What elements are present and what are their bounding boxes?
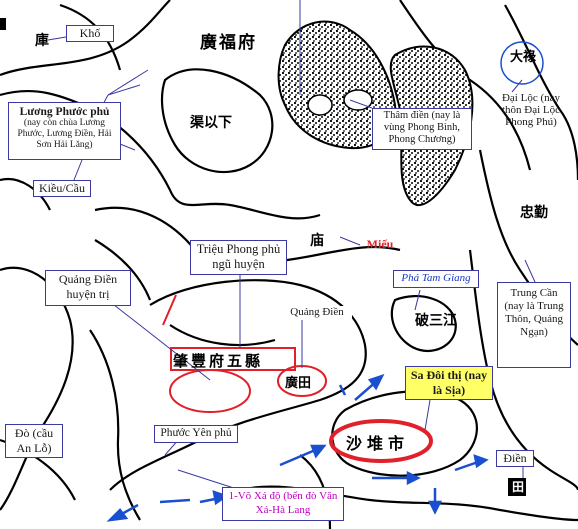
han-quang-dien: 廣田 bbox=[285, 376, 312, 391]
label-luong-phuoc: Lương Phước phủ (nay còn chùa Lương Phướ… bbox=[8, 102, 121, 160]
label-luong-phuoc-note: (nay còn chùa Lương Phước, Lương Điền, H… bbox=[17, 118, 112, 150]
han-trung-can: 忠勤 bbox=[520, 205, 548, 221]
han-mieu: 庙 bbox=[310, 233, 324, 249]
han-mid-left: 渠以下 bbox=[190, 115, 232, 131]
flow-arrows bbox=[106, 373, 489, 522]
label-mieu: Miếu bbox=[366, 237, 394, 251]
red-highlights bbox=[162, 294, 433, 463]
dien-marker bbox=[508, 478, 526, 496]
han-pha: 破三江 bbox=[415, 313, 457, 329]
label-kho: Khố bbox=[66, 25, 114, 42]
han-sa-doi: 沙堆市 bbox=[346, 434, 410, 453]
dai-loc-circle bbox=[500, 41, 544, 85]
label-dien: Điền bbox=[496, 450, 534, 467]
label-tham-dien: Thâm điền (nay là vùng Phong Bình, Phong… bbox=[372, 108, 472, 150]
han-dien: 田 bbox=[512, 480, 525, 494]
label-kieu-cau: Kiều/Cầu bbox=[33, 180, 91, 197]
label-quang-dien: Quảng Điền bbox=[282, 306, 352, 318]
label-dai-loc: Đại Lộc (nay thôn Đại Lộc Phong Phú) bbox=[501, 92, 561, 128]
label-sa-doi-thi: Sa Đôi thị (nay là Sịa) bbox=[405, 366, 493, 400]
label-pha-tam-giang: Phá Tam Giang bbox=[393, 270, 479, 288]
label-trung-can: Trung Cần (nay là Trung Thôn, Quảng Ngạn… bbox=[497, 282, 571, 368]
label-do-cau-an-lo: Đò (cầu An Lỗ) bbox=[5, 424, 63, 458]
han-top-center: 廣福府 bbox=[200, 33, 257, 53]
label-trieu-phong: Triệu Phong phủ ngũ huyện bbox=[190, 240, 287, 275]
han-trieu-phong: 肇豐府五縣 bbox=[173, 352, 264, 370]
han-dai-loc: 大祿 bbox=[510, 50, 537, 65]
label-luong-phuoc-title: Lương Phước phủ bbox=[19, 106, 110, 118]
label-quang-dien-huyen-tri: Quảng Điền huyện trị bbox=[45, 270, 131, 306]
label-vo-xa-do: 1-Võ Xá độ (bến đò Văn Xá-Hà Lang bbox=[222, 487, 344, 521]
label-phuoc-yen-phu: Phước Yên phủ bbox=[154, 425, 238, 443]
han-kho: 庫 bbox=[35, 33, 49, 49]
